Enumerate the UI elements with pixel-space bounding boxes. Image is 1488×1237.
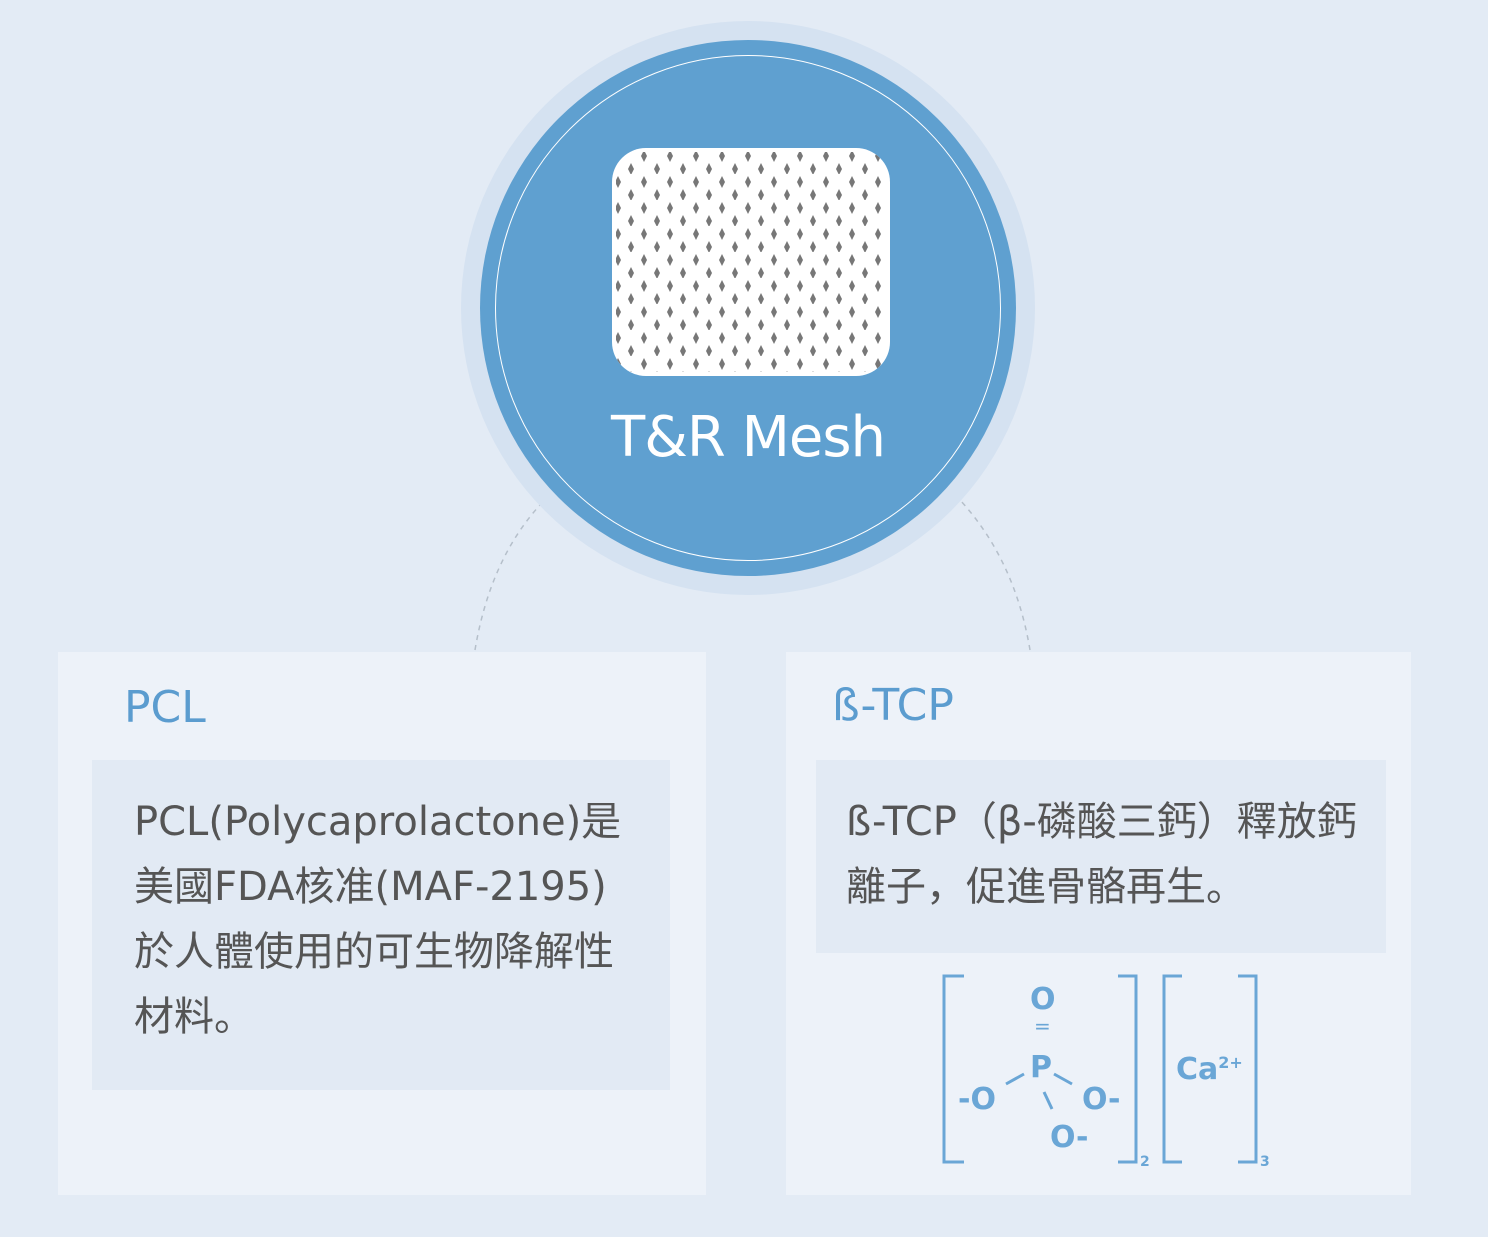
tcp-card: ß-TCP ß-TCP（β-磷酸三鈣）釋放鈣離子，促進骨骼再生。 O = P -…	[786, 652, 1411, 1195]
pcl-description: PCL(Polycaprolactone)是美國FDA核准(MAF-2195)於…	[134, 799, 622, 1040]
oxygen-bottom: O-	[1050, 1120, 1089, 1155]
pcl-card: PCL PCL(Polycaprolactone)是美國FDA核准(MAF-21…	[58, 652, 706, 1195]
tcp-description-box: ß-TCP（β-磷酸三鈣）釋放鈣離子，促進骨骼再生。	[816, 760, 1386, 953]
pcl-heading: PCL	[124, 682, 206, 733]
hero-title: T&R Mesh	[610, 405, 886, 470]
tcp-heading: ß-TCP	[832, 680, 954, 731]
subscript-2: 2	[1140, 1154, 1150, 1170]
calcium-charge: 2+	[1218, 1053, 1243, 1072]
subscript-3: 3	[1260, 1154, 1270, 1170]
chemical-formula: O = P -O O- O- 2 Ca2+ 3	[942, 974, 1282, 1170]
phosphorus: P	[1030, 1050, 1052, 1085]
oxygen-left: -O	[958, 1082, 996, 1117]
tcp-description: ß-TCP（β-磷酸三鈣）釋放鈣離子，促進骨骼再生。	[846, 799, 1357, 910]
calcium: Ca2+	[1176, 1052, 1243, 1087]
pcl-description-box: PCL(Polycaprolactone)是美國FDA核准(MAF-2195)於…	[92, 760, 670, 1090]
oxygen-top: O	[1030, 982, 1056, 1017]
oxygen-right: O-	[1082, 1082, 1121, 1117]
hero-ring	[495, 55, 1001, 561]
mesh-icon	[612, 148, 890, 376]
double-bond: =	[1034, 1014, 1051, 1038]
calcium-symbol: Ca	[1176, 1052, 1219, 1087]
